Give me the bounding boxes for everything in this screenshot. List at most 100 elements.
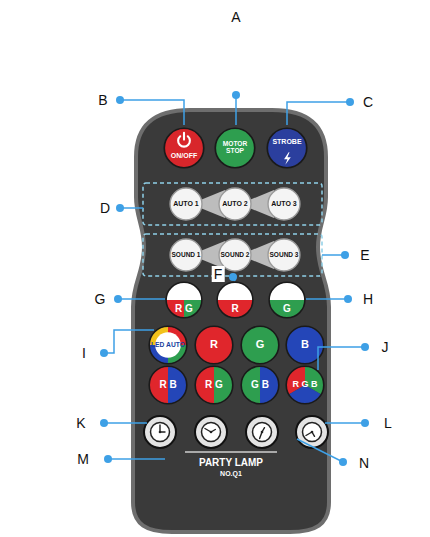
leader-line xyxy=(235,95,237,125)
remote-button: R xyxy=(216,281,254,319)
leader-dot xyxy=(339,458,347,466)
button-label: R G B xyxy=(292,380,317,389)
button-rim xyxy=(149,326,187,364)
button-rim xyxy=(241,326,279,364)
group-frame xyxy=(143,234,322,276)
callout-holder: N xyxy=(357,454,371,472)
remote-button: B xyxy=(285,325,325,365)
callout-holder: J xyxy=(380,338,391,356)
button-rim xyxy=(195,326,233,364)
button-label: G xyxy=(256,339,265,351)
leader-dot xyxy=(116,96,124,104)
button-label: AUTO 3 xyxy=(271,200,297,207)
button-label: G xyxy=(283,304,291,315)
remote-button: G xyxy=(268,281,306,319)
model-number: NO.Q1 xyxy=(220,469,242,479)
leader-line xyxy=(287,102,350,125)
callout-letter: N xyxy=(357,455,371,471)
button-label: R xyxy=(210,339,218,351)
button-rim xyxy=(268,188,300,220)
button-rim xyxy=(268,239,300,271)
leader-line xyxy=(297,439,343,462)
button-fill xyxy=(268,188,300,220)
callout-letter: D xyxy=(98,200,112,216)
callout-letter: J xyxy=(380,339,391,355)
button-rim xyxy=(267,128,306,167)
leader-line xyxy=(108,458,165,460)
callout-letter: M xyxy=(75,451,91,467)
callout-holder: A xyxy=(229,8,242,26)
button-rim xyxy=(269,282,305,318)
leader-line xyxy=(120,100,184,125)
remote-button: R xyxy=(194,325,234,365)
leader-dot xyxy=(361,419,369,427)
callout-letter: G xyxy=(93,291,108,307)
callout-holder: D xyxy=(98,199,112,217)
leader-line xyxy=(104,330,154,353)
button-label: R G xyxy=(175,304,193,315)
button-label: SOUND 3 xyxy=(270,252,299,259)
callout-holder: M xyxy=(75,450,91,468)
button-fill xyxy=(170,239,202,271)
leader-dot xyxy=(361,343,369,351)
leader-dot xyxy=(114,295,122,303)
button-label: ON/OFF xyxy=(171,152,197,159)
remote-control: PARTY LAMPNO.Q1 ON/OFF MOTOR STOPSTROBE AUT… xyxy=(130,107,332,535)
button-rim xyxy=(195,366,233,404)
leader-dot xyxy=(346,98,354,106)
remote-button: R G xyxy=(165,281,203,319)
callout-holder: G xyxy=(93,290,108,308)
leader-dot xyxy=(229,273,237,281)
button-fill xyxy=(166,282,202,300)
button-fill xyxy=(170,188,202,220)
button-label: R B xyxy=(159,380,176,391)
button-fill xyxy=(219,188,251,220)
callout-letter: H xyxy=(361,291,375,307)
leader-dot xyxy=(341,251,349,259)
button-fill xyxy=(267,128,306,167)
callout-letter: L xyxy=(382,415,394,431)
remote-button: LED AUTO xyxy=(148,325,188,365)
leader-dot xyxy=(344,295,352,303)
button-label: LED AUTO xyxy=(151,341,185,348)
leader-dot xyxy=(232,91,240,99)
remote-button: R G xyxy=(194,365,234,405)
callout-holder: H xyxy=(361,290,375,308)
callout-letter: E xyxy=(358,247,371,263)
remote-button: MOTOR STOP xyxy=(214,127,256,169)
leader-line xyxy=(318,347,365,370)
remote-button: AUTO 3 xyxy=(267,187,301,221)
callout-holder: L xyxy=(382,414,394,432)
button-rim xyxy=(149,366,187,404)
leader-line xyxy=(325,422,365,424)
remote-button: STROBE xyxy=(266,127,308,169)
callout-letter: B xyxy=(96,92,109,108)
button-rim xyxy=(217,282,253,318)
leader-dot xyxy=(104,455,112,463)
button-fill xyxy=(269,282,305,300)
button-rim xyxy=(164,128,203,167)
remote-button: SOUND 1 xyxy=(169,238,203,272)
callout-letter: I xyxy=(80,345,88,361)
remote-button: R B xyxy=(148,365,188,405)
timer-button xyxy=(246,416,278,448)
button-label: SOUND 1 xyxy=(172,252,201,259)
button-fill xyxy=(268,239,300,271)
divider-line xyxy=(185,451,277,453)
button-rim xyxy=(215,128,254,167)
callout-letter: K xyxy=(74,415,87,431)
callout-holder: I xyxy=(80,344,88,362)
callout-letter: F xyxy=(212,266,225,282)
remote-button: G xyxy=(240,325,280,365)
brand-name: PARTY LAMP xyxy=(199,456,263,469)
button-rim xyxy=(241,366,279,404)
callout-holder: K xyxy=(74,414,87,432)
group-frame xyxy=(143,183,322,225)
remote-button: SOUND 3 xyxy=(267,238,301,272)
button-fill xyxy=(164,128,203,167)
button-rim xyxy=(166,282,202,318)
callout-letter: C xyxy=(361,94,375,110)
button-rim xyxy=(219,188,251,220)
remote-housing xyxy=(133,110,329,532)
timer-button xyxy=(195,416,227,448)
